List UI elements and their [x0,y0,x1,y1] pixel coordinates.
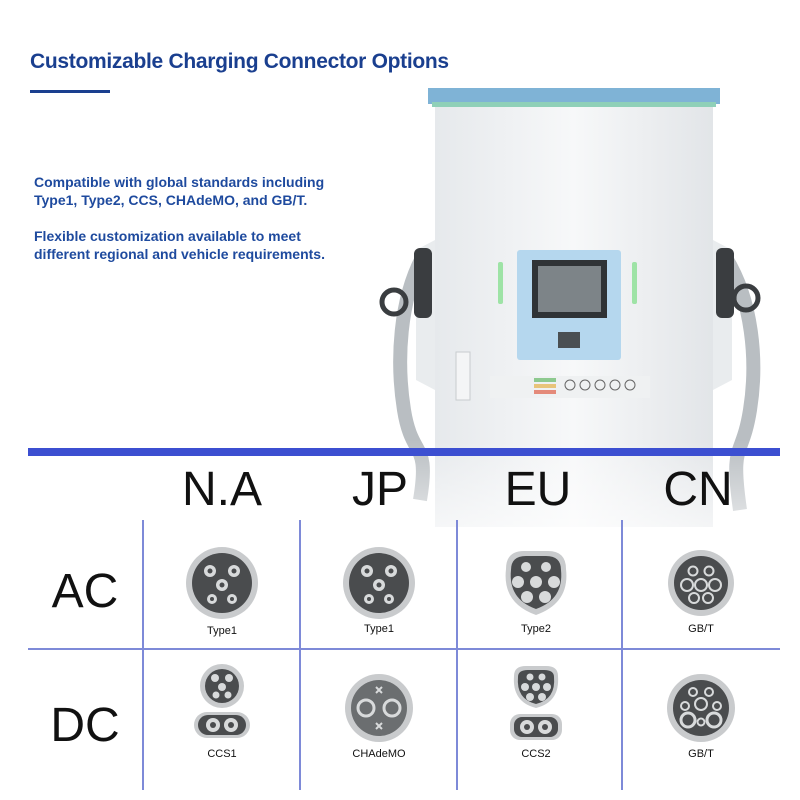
column-header-eu: EU [504,463,572,516]
connector-label: Type1 [364,623,394,635]
description-line: different regional and vehicle requireme… [34,246,325,262]
grid-line-vertical [299,520,301,790]
connector-cell-cn-dc: GB/T [623,670,779,760]
column-header-jp: JP [351,463,408,516]
chademo-connector-icon [345,674,413,742]
section-divider-band [28,448,780,456]
type1-connector-icon [343,547,415,619]
page-title: Customizable Charging Connector Options [30,50,449,73]
ccs2-connector-icon [510,666,562,740]
charger-illustration [360,80,800,580]
connector-label: CHAdeMO [352,748,406,760]
title-underline [30,90,110,93]
description-paragraph-1: Compatible with global standards includi… [34,173,324,209]
connector-label: Type1 [207,625,237,637]
row-header-dc: DC [50,699,120,752]
gbt-ac-connector-icon [668,550,734,616]
type2-connector-icon [505,551,567,615]
grid-line-vertical [621,520,623,790]
connector-cell-cn-ac: GB/T [623,545,779,635]
connector-cell-jp-ac: Type1 [301,545,457,635]
connector-cell-na-dc: CCS1 [144,662,300,760]
connector-cell-na-ac: Type1 [144,545,300,637]
ccs1-connector-icon [194,664,250,738]
description-paragraph-2: Flexible customization available to meet… [34,227,325,263]
description-line: Flexible customization available to meet [34,228,301,244]
column-header-cn: CN [663,463,733,516]
gbt-dc-connector-icon [667,674,735,742]
connector-label: CCS1 [207,748,237,760]
grid-line-horizontal [28,648,780,650]
connector-cell-jp-dc: CHAdeMO [301,670,457,760]
connector-cell-eu-ac: Type2 [458,545,614,635]
grid-line-vertical [456,520,458,790]
column-header-na: N.A [181,463,262,516]
connector-label: GB/T [688,623,714,635]
connector-cell-eu-dc: CCS2 [458,662,614,760]
description-line: Type1, Type2, CCS, CHAdeMO, and GB/T. [34,192,308,208]
description-line: Compatible with global standards includi… [34,174,325,190]
connector-label: GB/T [688,748,714,760]
connector-label: Type2 [521,623,551,635]
connector-label: CCS2 [521,748,551,760]
type1-connector-icon [186,547,258,619]
grid-line-vertical [142,520,144,790]
row-header-ac: AC [51,565,119,618]
